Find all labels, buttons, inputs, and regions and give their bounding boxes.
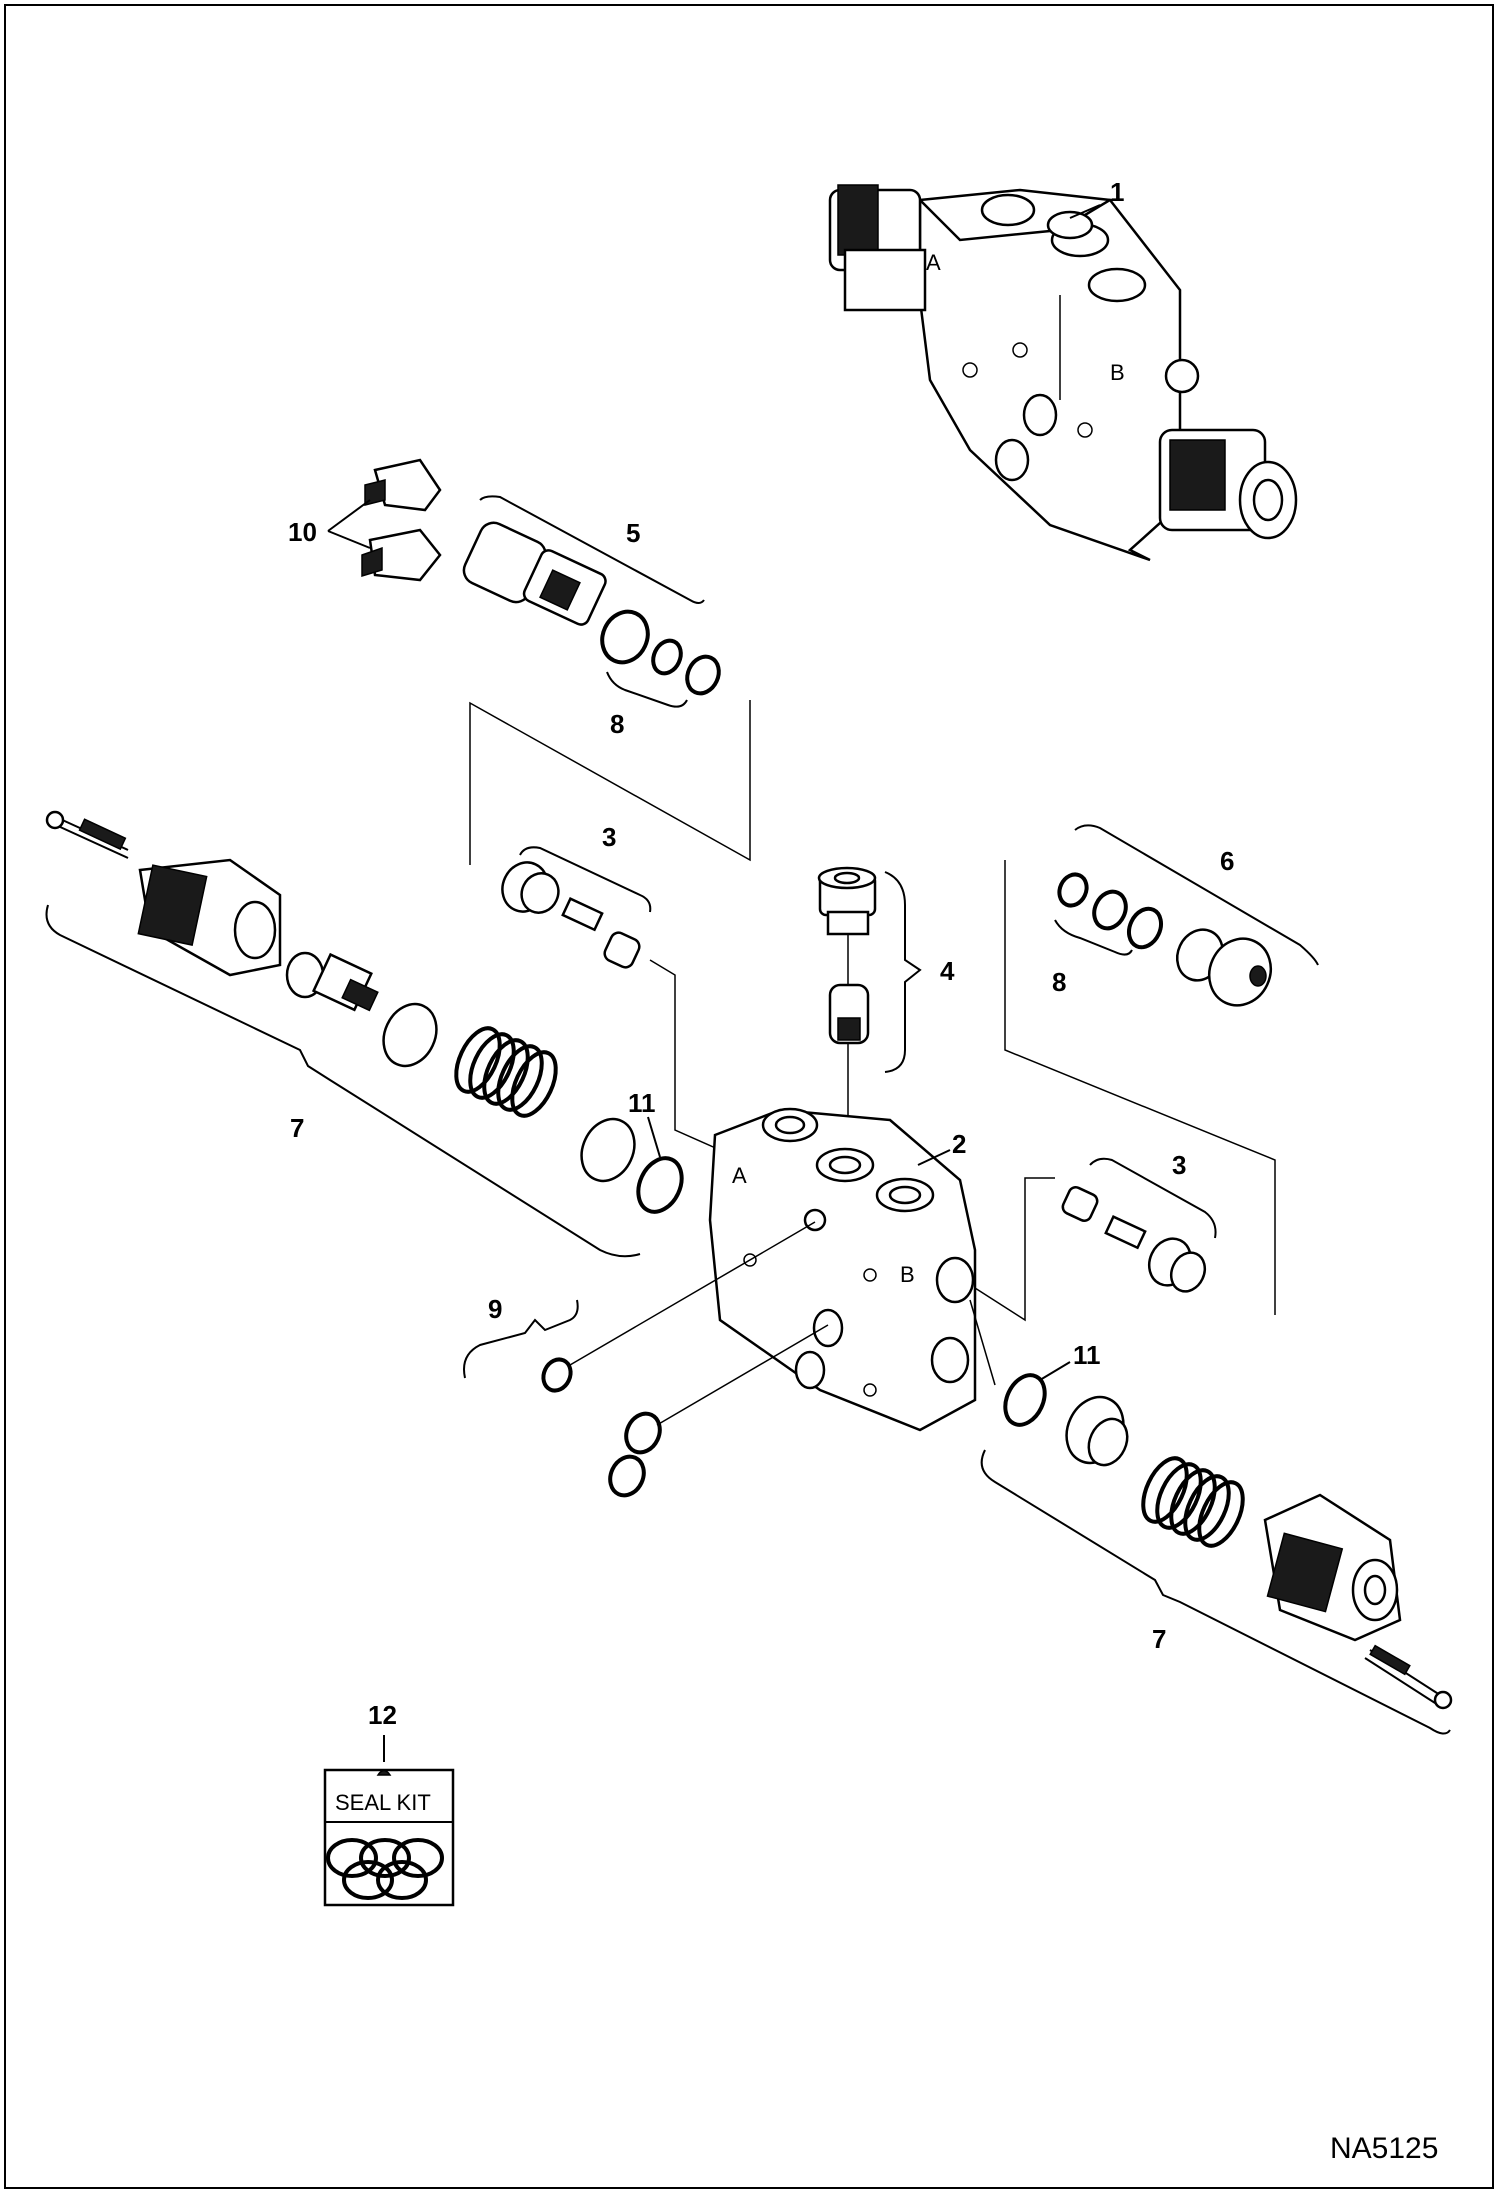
spring-seat-left — [382, 1002, 438, 1068]
o-ring — [1126, 906, 1164, 950]
backup-ring — [1092, 889, 1128, 931]
callout-5: 5 — [626, 518, 640, 548]
spool-cap-right — [1263, 1493, 1453, 1710]
port-a-mark: A — [926, 250, 941, 275]
callout-9: 9 — [488, 1294, 502, 1324]
callout-7-right: 7 — [1152, 1624, 1166, 1654]
port-b-mark-body: B — [900, 1262, 915, 1287]
o-ring — [608, 1454, 646, 1498]
callout-11-lower: 11 — [1073, 1340, 1101, 1370]
bracket-8-upper — [606, 671, 688, 708]
seal-kit-label: SEAL KIT — [335, 1790, 431, 1815]
bracket-4 — [884, 871, 922, 1073]
callout-7-left: 7 — [290, 1113, 304, 1143]
o-ring — [1003, 1373, 1047, 1427]
bracket-5 — [479, 495, 705, 604]
drawing-id: NA5125 — [1330, 2132, 1438, 2165]
spring-seat-left-2 — [580, 1117, 636, 1183]
callout-3-right: 3 — [1172, 1150, 1186, 1180]
seal-kit: SEAL KIT — [323, 1768, 455, 1907]
o-ring — [1057, 872, 1089, 908]
spring-right — [1141, 1456, 1245, 1548]
port-b-mark: B — [1110, 360, 1125, 385]
backup-ring — [651, 638, 683, 676]
bracket-6 — [1074, 824, 1319, 966]
clip-parts — [361, 458, 442, 582]
bracket-9 — [463, 1299, 579, 1379]
bracket-7-right — [980, 1449, 1451, 1735]
valve-section-assembly: A B — [828, 184, 1298, 562]
check-valve-right — [1061, 1186, 1207, 1293]
callout-4: 4 — [940, 956, 955, 986]
plug-6 — [1175, 928, 1273, 1007]
valve-body: A B — [708, 1107, 977, 1432]
o-ring — [541, 1357, 573, 1393]
spring-left — [454, 1026, 558, 1118]
plug-assembly — [817, 866, 877, 1045]
spool-cap-left — [45, 810, 379, 1012]
callout-6: 6 — [1220, 846, 1234, 876]
o-ring — [636, 1156, 684, 1214]
bracket-8-lower — [1054, 919, 1133, 956]
callout-3-left: 3 — [602, 822, 616, 852]
o-ring — [600, 609, 650, 665]
callout-1: 1 — [1110, 177, 1124, 207]
callout-2: 2 — [952, 1129, 966, 1159]
callout-8-upper: 8 — [610, 709, 624, 739]
callout-12: 12 — [368, 1700, 397, 1730]
diagram-frame — [4, 4, 1494, 2189]
bracket-3-right — [1089, 1157, 1217, 1239]
callout-8-lower: 8 — [1052, 967, 1066, 997]
bracket-7-left — [45, 904, 641, 1258]
bracket-3-left — [519, 846, 652, 913]
o-ring — [624, 1411, 662, 1455]
relief-valve-cartridge — [462, 521, 607, 626]
port-a-mark-body: A — [732, 1163, 747, 1188]
check-valve-left — [501, 861, 641, 969]
leader-2 — [917, 1149, 951, 1166]
o-ring — [685, 654, 721, 696]
callout-10: 10 — [288, 517, 317, 547]
callout-11-upper: 11 — [628, 1088, 656, 1118]
